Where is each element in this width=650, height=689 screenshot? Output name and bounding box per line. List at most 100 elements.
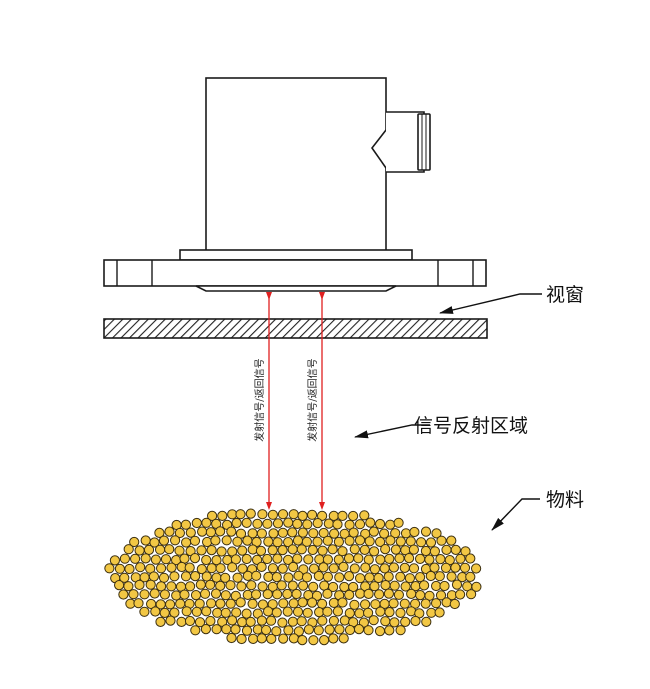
material-particle bbox=[303, 624, 314, 635]
material-particle bbox=[164, 544, 175, 555]
material-particle bbox=[237, 617, 248, 628]
material-particle bbox=[349, 544, 360, 555]
material-particle bbox=[416, 537, 427, 548]
material-particle bbox=[252, 624, 263, 635]
material-particle bbox=[159, 589, 170, 600]
material-particle bbox=[408, 563, 420, 574]
material-particle bbox=[287, 544, 298, 555]
material-particle bbox=[119, 572, 130, 583]
material-particle bbox=[359, 544, 370, 556]
material-particle bbox=[389, 580, 400, 591]
material-particle bbox=[354, 535, 366, 546]
material-particle bbox=[201, 554, 212, 566]
callout-window: 视窗 bbox=[439, 284, 584, 314]
material-particle bbox=[311, 590, 323, 601]
material-particle bbox=[215, 598, 226, 609]
material-particle bbox=[130, 553, 141, 564]
material-particle bbox=[337, 546, 348, 557]
material-particle bbox=[255, 545, 267, 557]
material-particle bbox=[338, 633, 349, 644]
material-particle bbox=[429, 562, 440, 573]
material-particle bbox=[166, 562, 177, 573]
material-particle bbox=[154, 527, 165, 539]
material-particle bbox=[395, 625, 406, 636]
material-particle bbox=[128, 589, 139, 600]
material-particle bbox=[322, 588, 333, 599]
material-particle bbox=[317, 615, 328, 626]
material-particle bbox=[307, 597, 318, 608]
material-particle bbox=[425, 570, 436, 582]
callout-reflection-zone: 信号反射区域 bbox=[354, 415, 528, 439]
material-particle bbox=[220, 572, 231, 583]
material-particle bbox=[257, 581, 268, 592]
material-particle bbox=[261, 624, 272, 636]
material-particle bbox=[399, 562, 410, 574]
material-particle bbox=[384, 607, 395, 618]
material-particle bbox=[332, 519, 343, 530]
material-particle bbox=[394, 553, 405, 564]
material-particle bbox=[114, 563, 126, 574]
material-particle bbox=[247, 544, 258, 555]
material-particle bbox=[292, 553, 303, 564]
material-particle bbox=[355, 588, 366, 599]
material-particle bbox=[184, 615, 196, 627]
material-particle bbox=[174, 527, 185, 539]
material-particle bbox=[215, 563, 226, 574]
material-particle bbox=[205, 615, 216, 627]
material-particle bbox=[251, 570, 262, 581]
material-particle bbox=[140, 535, 151, 546]
material-particle bbox=[374, 589, 385, 600]
material-particle bbox=[262, 589, 273, 600]
material-particle bbox=[337, 597, 348, 608]
material-particle bbox=[308, 635, 319, 646]
material-particle bbox=[317, 545, 328, 556]
material-particle bbox=[166, 581, 177, 592]
material-particle bbox=[390, 528, 401, 539]
material-particle bbox=[236, 581, 247, 592]
material-particle bbox=[302, 607, 313, 618]
material-particle bbox=[349, 599, 360, 610]
material-particle bbox=[450, 562, 461, 573]
material-particle bbox=[364, 536, 375, 547]
material-particle bbox=[429, 546, 440, 557]
material-particle bbox=[431, 580, 442, 592]
material-particle bbox=[349, 563, 360, 574]
material-particle bbox=[181, 537, 192, 548]
material-particle bbox=[158, 572, 170, 583]
material-particle bbox=[267, 563, 278, 574]
material-particle bbox=[205, 527, 216, 538]
material-particle bbox=[389, 617, 400, 628]
material-particle bbox=[179, 553, 190, 564]
material-particle bbox=[393, 517, 404, 528]
material-particle bbox=[288, 633, 299, 644]
material-particle bbox=[328, 633, 339, 644]
material-particle bbox=[256, 615, 267, 626]
material-particle bbox=[165, 615, 176, 626]
material-particle bbox=[272, 537, 283, 548]
material-particle bbox=[134, 579, 145, 591]
material-particle bbox=[189, 535, 201, 546]
material-particle bbox=[241, 608, 252, 619]
material-particle bbox=[174, 545, 185, 556]
material-particle bbox=[212, 607, 223, 618]
material-particle bbox=[292, 518, 303, 530]
material-particle bbox=[465, 553, 476, 564]
material-particle bbox=[348, 510, 359, 522]
material-particle bbox=[329, 528, 340, 539]
material-particle bbox=[441, 544, 452, 556]
material-particle bbox=[215, 526, 226, 537]
material-particle bbox=[283, 572, 294, 583]
material-particle bbox=[323, 518, 334, 529]
material-particle bbox=[368, 615, 379, 626]
material-particle bbox=[354, 608, 365, 619]
material-particle bbox=[266, 633, 277, 645]
material-particle bbox=[353, 624, 365, 635]
material-particle bbox=[307, 509, 318, 520]
material-particle bbox=[185, 581, 196, 592]
material-particle bbox=[312, 518, 323, 529]
material-particle bbox=[211, 555, 222, 566]
material-particle bbox=[344, 589, 355, 601]
material-particle bbox=[288, 561, 299, 573]
material-particle bbox=[277, 563, 288, 574]
material-particle bbox=[404, 573, 415, 584]
